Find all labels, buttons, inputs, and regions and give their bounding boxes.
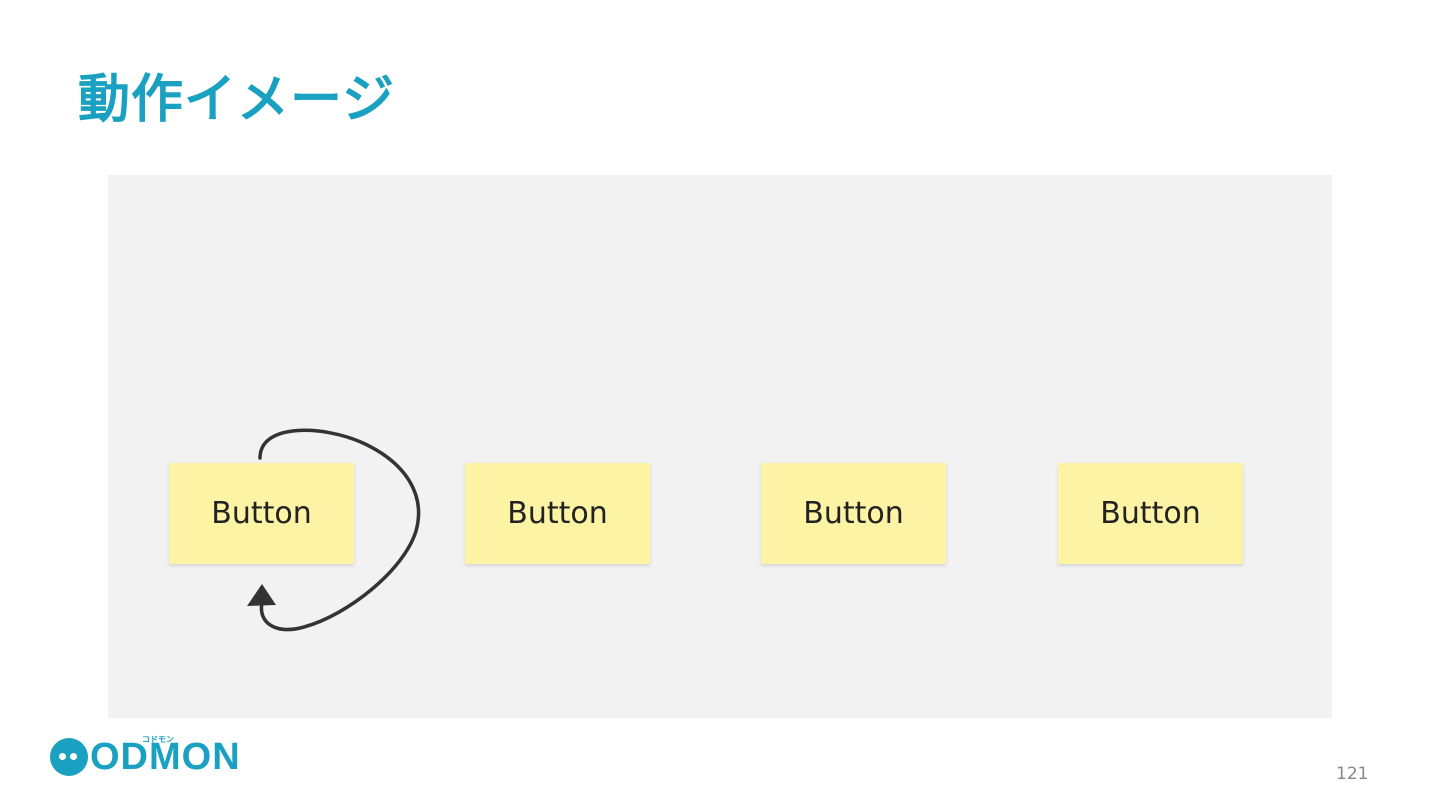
sticky-button-label: Button (507, 496, 608, 531)
sticky-button-label: Button (211, 496, 312, 531)
sticky-button-2[interactable]: Button (465, 463, 650, 564)
sticky-button-3[interactable]: Button (761, 463, 946, 564)
sticky-button-1[interactable]: Button (169, 463, 354, 564)
loop-arrow-head (247, 584, 276, 606)
sticky-button-4[interactable]: Button (1058, 463, 1243, 564)
diagram-canvas: Button Button Button Button (108, 175, 1332, 718)
logo-face-icon (50, 738, 88, 776)
sticky-button-label: Button (803, 496, 904, 531)
logo-kana: コドモン (142, 735, 174, 744)
codmon-logo: ODMON コドモン (50, 735, 241, 778)
sticky-button-label: Button (1100, 496, 1201, 531)
logo-eye-icon (70, 753, 77, 760)
logo-text: ODMON (90, 736, 241, 778)
page-number: 121 (1336, 764, 1369, 784)
logo-eye-icon (59, 753, 66, 760)
curved-loop-arrow-icon (247, 428, 421, 632)
slide-title: 動作イメージ (78, 70, 395, 130)
